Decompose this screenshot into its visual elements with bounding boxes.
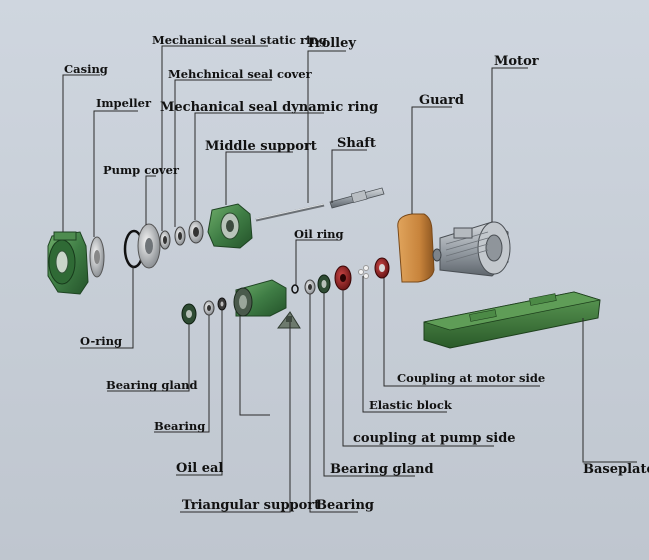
baseplate-part <box>423 291 601 349</box>
label-casing: Casing <box>64 62 108 76</box>
oil-ring-part <box>291 284 299 294</box>
triangular-support-part <box>277 311 301 329</box>
trolley-part <box>255 203 325 222</box>
label-middle-support: Middle support <box>205 139 317 154</box>
bearing-housing-part <box>233 279 287 317</box>
pump-cover-part <box>137 223 161 269</box>
mechanical-seal-static-ring-part <box>159 230 171 250</box>
label-mechanical-seal-dynamic-ring: Mechanical seal dynamic ring <box>160 100 378 115</box>
bearing-gland-right-part <box>317 274 331 294</box>
label-trolley: Trolley <box>306 36 356 51</box>
label-triangular-support: Triangular support <box>182 498 320 513</box>
label-bearing-gland-left: Bearing gland <box>106 378 198 392</box>
impeller-part <box>89 236 105 278</box>
coupling-pump-side-part <box>334 265 352 291</box>
mechanical-seal-dynamic-ring-part <box>188 220 204 244</box>
label-pump-cover: Pump cover <box>103 163 180 177</box>
label-coupling-pump-side: coupling at pump side <box>353 431 516 446</box>
label-mechanical-seal-cover: Mehchnical seal cover <box>168 67 313 81</box>
motor-part <box>432 221 511 277</box>
bearing-gland-left-part <box>181 303 197 325</box>
label-mechanical-seal-static-ring: Mechanical seal static ring <box>152 33 327 47</box>
label-bearing-left: Bearing <box>154 419 205 433</box>
bearing-right-part <box>304 279 316 295</box>
label-oil-seal: Oil eal <box>176 461 223 476</box>
label-impeller: Impeller <box>96 96 152 110</box>
coupling-motor-side-part <box>374 257 390 279</box>
guard-part <box>397 213 435 283</box>
label-motor: Motor <box>494 54 539 69</box>
label-coupling-motor-side: Coupling at motor side <box>397 371 545 385</box>
label-guard: Guard <box>419 93 464 108</box>
label-o-ring: O-ring <box>80 334 122 348</box>
leader-lines <box>62 45 637 513</box>
label-elastic-block: Elastic block <box>369 398 453 412</box>
label-bearing-right: Bearing <box>316 498 374 513</box>
label-baseplate: Baseplate <box>583 462 649 477</box>
shaft-part <box>329 187 385 209</box>
label-oil-ring: Oil ring <box>294 227 344 241</box>
middle-support-part <box>207 203 253 249</box>
label-shaft: Shaft <box>337 136 376 151</box>
oil-seal-part <box>217 297 227 311</box>
bearing-left-part <box>203 300 215 316</box>
mechanical-seal-cover-part <box>174 226 186 246</box>
label-bearing-gland-right: Bearing gland <box>330 462 434 477</box>
casing-part <box>47 231 89 295</box>
elastic-block-part <box>358 265 369 279</box>
